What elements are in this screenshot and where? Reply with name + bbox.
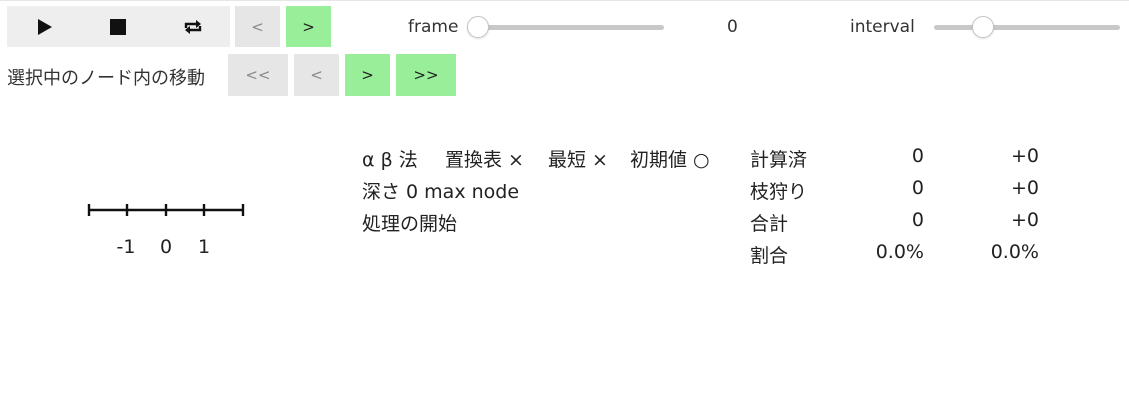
play-icon xyxy=(38,18,53,35)
stat-value: 0 xyxy=(911,209,924,231)
node-nav-label: 選択中のノード内の移動 xyxy=(7,68,205,89)
prev-frame-button[interactable]: < xyxy=(235,6,280,47)
stat-label: 合計 xyxy=(750,213,789,235)
interval-slider-thumb[interactable] xyxy=(972,16,994,38)
depth-line: 深さ 0 max node xyxy=(362,181,520,203)
stat-value: 0.0% xyxy=(875,241,924,263)
play-button[interactable] xyxy=(7,6,81,47)
node-last-button[interactable]: >> xyxy=(396,54,456,96)
frame-label: frame xyxy=(408,17,459,37)
shortest-flag: 最短 × xyxy=(548,149,608,171)
frame-slider-track[interactable] xyxy=(470,25,664,30)
stat-delta: 0.0% xyxy=(990,241,1039,263)
status-text: 処理の開始 xyxy=(362,213,458,235)
stat-label: 枝狩り xyxy=(750,181,808,203)
repeat-button[interactable] xyxy=(156,6,230,47)
stat-label: 割合 xyxy=(750,245,789,267)
algorithm-label: α β 法 xyxy=(362,149,418,171)
tick-label: 0 xyxy=(159,236,173,258)
initial-value-flag: 初期値 ○ xyxy=(630,149,710,171)
stat-delta: +0 xyxy=(1010,209,1039,231)
stat-delta: +0 xyxy=(1010,177,1039,199)
frame-value: 0 xyxy=(727,17,738,37)
tick-label: -1 xyxy=(116,236,136,258)
interval-slider-track[interactable] xyxy=(934,25,1120,30)
tick-label: 1 xyxy=(197,236,211,258)
playback-controls xyxy=(7,6,230,47)
stat-value: 0 xyxy=(911,177,924,199)
node-first-button[interactable]: << xyxy=(228,54,288,96)
top-divider xyxy=(0,0,1129,1)
repeat-icon xyxy=(184,19,202,34)
stop-button[interactable] xyxy=(81,6,155,47)
interval-label: interval xyxy=(850,17,915,37)
stat-label: 計算済 xyxy=(750,149,808,171)
stop-icon xyxy=(110,18,127,35)
stat-delta: +0 xyxy=(1010,145,1039,167)
frame-slider-thumb[interactable] xyxy=(467,16,489,38)
node-next-button[interactable]: > xyxy=(345,54,390,96)
stat-value: 0 xyxy=(911,145,924,167)
number-line xyxy=(87,204,245,216)
node-prev-button[interactable]: < xyxy=(294,54,339,96)
transposition-table-flag: 置換表 × xyxy=(445,149,524,171)
next-frame-button[interactable]: > xyxy=(286,6,331,47)
